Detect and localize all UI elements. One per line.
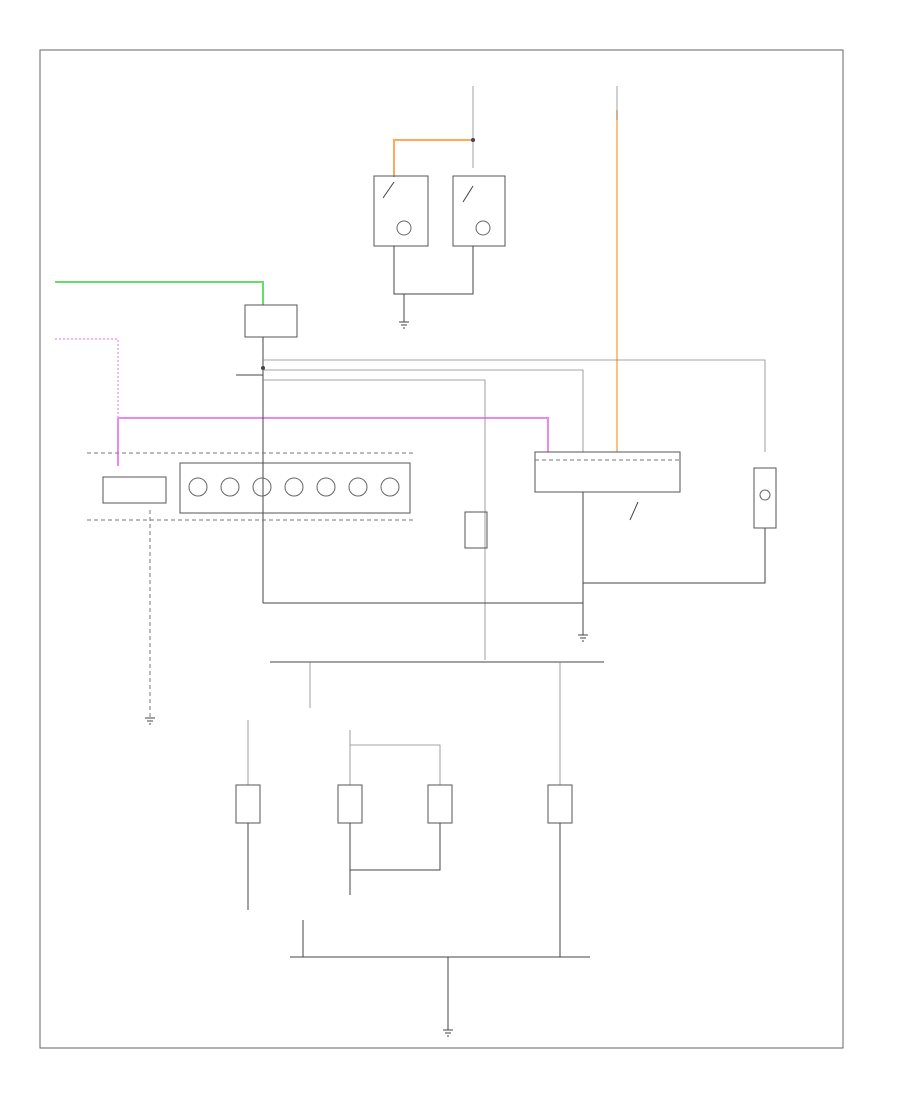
- door-switch: [464, 511, 488, 549]
- switch-left: [382, 181, 395, 199]
- diagram-frame: [39, 49, 844, 1049]
- cluster-bulbs: [188, 477, 400, 497]
- lamp-feed: [247, 720, 441, 785]
- top-ground-wire: [393, 246, 474, 322]
- bulb-icon: [396, 220, 412, 236]
- pink-wire-bus: [117, 417, 549, 466]
- fuse-block: [244, 304, 298, 338]
- indicator-box: [102, 476, 167, 504]
- door-lamp-switch-1: [235, 784, 261, 824]
- bulb-icon: [759, 489, 771, 501]
- cluster-ground-wire: [263, 602, 584, 635]
- cluster-bulb-icon: [188, 477, 208, 497]
- cluster-bulb-icon: [348, 477, 368, 497]
- ground-icon: [145, 717, 155, 725]
- ground-icon: [399, 321, 409, 329]
- orange-wire-left: [393, 139, 473, 177]
- cluster-bulb-icon: [220, 477, 240, 497]
- cluster-bulb-icon: [284, 477, 304, 497]
- pink-wire-feed: [55, 338, 119, 418]
- ground-icon: [578, 634, 588, 642]
- lamp-assembly-right: [452, 175, 506, 247]
- right-lamp-box: [753, 467, 777, 529]
- lamp-returns: [247, 823, 561, 945]
- cluster-bulb-icon: [252, 477, 272, 497]
- lamp-assembly-left: [373, 175, 429, 247]
- cluster-bulb-icon: [316, 477, 336, 497]
- splice-dot: [261, 366, 265, 370]
- switch-module: [629, 501, 639, 521]
- switch-right: [462, 185, 474, 203]
- cluster-bulb-icon: [380, 477, 400, 497]
- door-lamp-switch-3: [427, 784, 453, 824]
- door-lamp-switch-4: [547, 784, 573, 824]
- branch-wires: [263, 359, 766, 660]
- green-wire: [55, 281, 264, 305]
- splice-dot: [471, 138, 475, 142]
- ground-icon: [443, 1029, 453, 1037]
- cluster-lamp-bank: [179, 462, 411, 514]
- bottom-ground-drop: [302, 920, 561, 1030]
- door-lamp-switch-2: [337, 784, 363, 824]
- control-module: [534, 451, 681, 493]
- bulb-icon: [475, 220, 491, 236]
- module-output: [582, 492, 766, 603]
